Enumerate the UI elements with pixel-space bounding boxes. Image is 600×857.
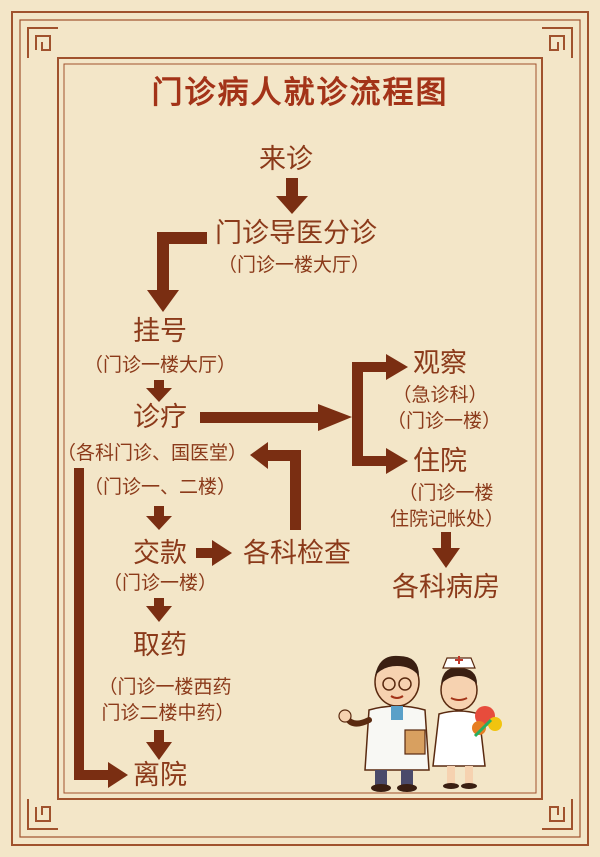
page-title: 门诊病人就诊流程图 (151, 75, 449, 111)
node-jiaokuan: 交款 (133, 538, 187, 569)
node-guahao-location: （门诊一楼大厅） (83, 354, 237, 376)
node-guancha: 观察 (413, 348, 467, 379)
node-quyao-location-1: （门诊一楼西药 (98, 676, 232, 698)
node-zhuyuan-location-2: 住院记帐处） (389, 508, 505, 530)
node-bingfang: 各科病房 (392, 572, 500, 603)
node-guancha-location-2: （门诊一楼） (386, 410, 502, 432)
node-zhuyuan-location-1: （门诊一楼 (398, 482, 494, 504)
node-guahao: 挂号 (133, 316, 187, 347)
node-zhenliao: 诊疗 (133, 402, 187, 433)
node-guancha-location-1: （急诊科） (392, 384, 488, 406)
node-liyuan: 离院 (133, 760, 187, 791)
node-jiancha: 各科检查 (243, 538, 351, 569)
node-zhuyuan: 住院 (413, 446, 467, 477)
node-laizhen: 来诊 (259, 144, 313, 175)
node-daoyi: 门诊导医分诊 (215, 218, 377, 249)
node-quyao: 取药 (133, 630, 187, 661)
node-daoyi-location: （门诊一楼大厅） (217, 254, 371, 276)
node-quyao-location-2: 门诊二楼中药） (101, 702, 235, 724)
doctor-nurse-illustration (338, 655, 502, 792)
node-zhenliao-location-1: （各科门诊、国医堂） (56, 442, 248, 464)
node-zhenliao-location-2: （门诊一、二楼） (83, 476, 237, 498)
node-jiaokuan-location: （门诊一楼） (102, 572, 218, 594)
